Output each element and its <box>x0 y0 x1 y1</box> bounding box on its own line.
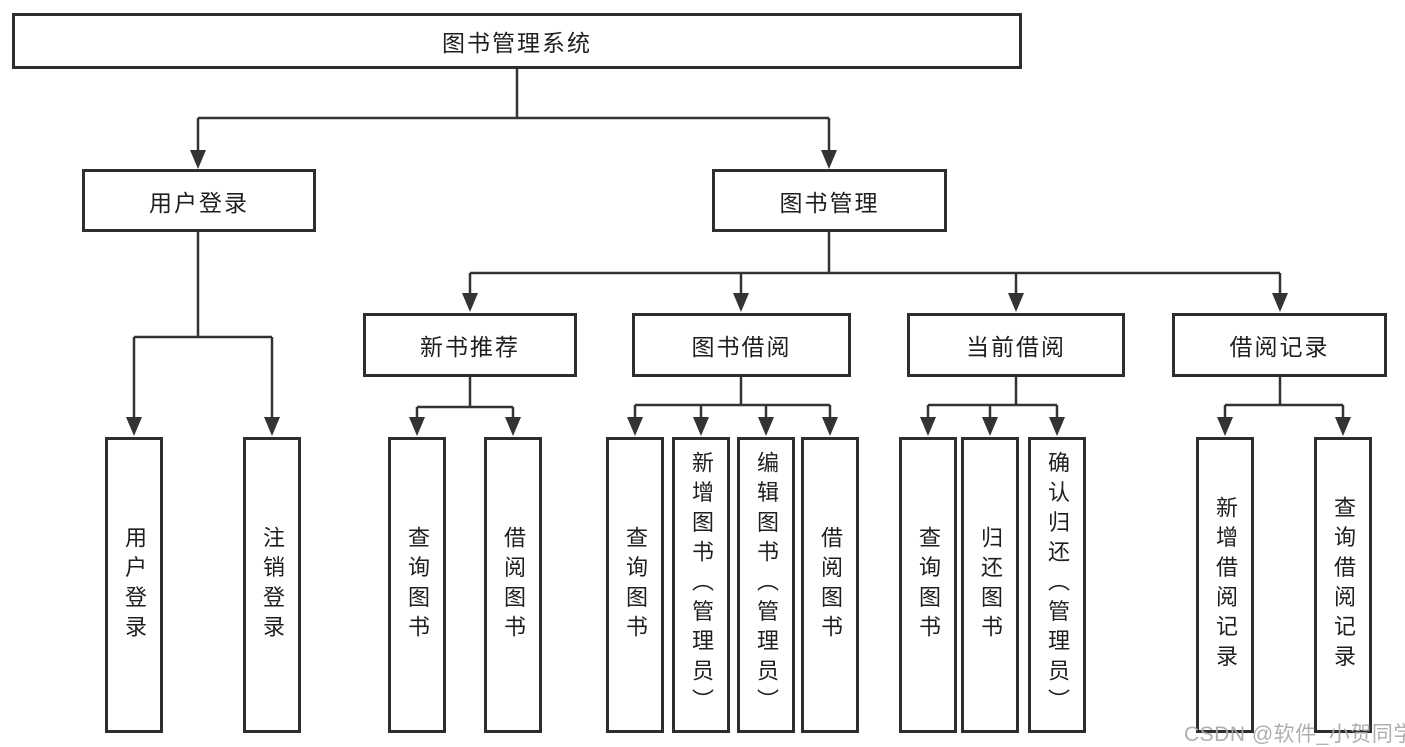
node-current-borrowing: 当前借阅 <box>907 313 1125 377</box>
node-root-label: 图书管理系统 <box>442 30 592 56</box>
leaf-borrowing-borrow-books: 借阅图书 <box>801 437 859 733</box>
leaf-newbook-borrow-books-label: 借阅图书 <box>501 525 526 645</box>
node-current-borrowing-label: 当前借阅 <box>966 334 1066 360</box>
leaf-user-login-label: 用户登录 <box>122 525 147 645</box>
leaf-current-query-books: 查询图书 <box>899 437 957 733</box>
leaf-borrowing-add-books-admin: 新增图书（管理员） <box>672 437 730 733</box>
connector-newbook-to-leaves <box>415 377 515 420</box>
leaf-records-query-record: 查询借阅记录 <box>1314 437 1372 733</box>
connector-root-to-level2 <box>196 69 831 151</box>
node-book-borrowing-label: 图书借阅 <box>691 334 792 360</box>
node-user-login-label: 用户登录 <box>149 189 249 216</box>
leaf-current-confirm-return-admin-label: 确认归还（管理员） <box>1045 451 1070 719</box>
leaf-current-return-books: 归还图书 <box>961 437 1019 733</box>
leaf-current-return-books-label: 归还图书 <box>978 525 1003 645</box>
node-book-management-label: 图书管理 <box>779 189 880 216</box>
leaf-user-login: 用户登录 <box>105 437 163 733</box>
arrowheads <box>126 150 1351 436</box>
leaf-borrowing-edit-books-admin-label: 编辑图书（管理员） <box>754 451 779 719</box>
connector-mgmt-to-level3 <box>468 232 1282 296</box>
leaf-records-add-record-label: 新增借阅记录 <box>1213 495 1238 675</box>
node-borrowing-records-label: 借阅记录 <box>1229 334 1330 360</box>
leaf-borrowing-query-books-label: 查询图书 <box>623 525 648 645</box>
leaf-current-query-books-label: 查询图书 <box>916 525 941 645</box>
leaf-logout-label: 注销登录 <box>260 525 285 645</box>
leaf-borrowing-edit-books-admin: 编辑图书（管理员） <box>737 437 795 733</box>
leaf-borrowing-add-books-admin-label: 新增图书（管理员） <box>689 451 714 719</box>
leaf-current-confirm-return-admin: 确认归还（管理员） <box>1028 437 1086 733</box>
leaf-borrowing-borrow-books-label: 借阅图书 <box>818 525 843 645</box>
node-user-login: 用户登录 <box>82 169 316 232</box>
leaf-logout: 注销登录 <box>243 437 301 733</box>
node-root: 图书管理系统 <box>12 13 1022 69</box>
node-book-borrowing: 图书借阅 <box>632 313 851 377</box>
leaf-newbook-query-books: 查询图书 <box>388 437 446 733</box>
leaf-newbook-borrow-books: 借阅图书 <box>484 437 542 733</box>
leaf-newbook-query-books-label: 查询图书 <box>405 525 430 645</box>
connector-current-to-leaves <box>926 377 1059 420</box>
connector-borrow-to-leaves <box>633 377 832 420</box>
csdn-watermark: CSDN @软件_小贺同学 <box>1184 723 1405 746</box>
leaf-records-query-record-label: 查询借阅记录 <box>1331 495 1356 675</box>
node-book-management: 图书管理 <box>712 169 947 232</box>
node-new-book-recommend-label: 新书推荐 <box>420 334 520 360</box>
connector-records-to-leaves <box>1223 377 1345 420</box>
leaf-records-add-record: 新增借阅记录 <box>1196 437 1254 733</box>
node-new-book-recommend: 新书推荐 <box>363 313 577 377</box>
leaf-borrowing-query-books: 查询图书 <box>606 437 664 733</box>
node-borrowing-records: 借阅记录 <box>1172 313 1387 377</box>
connector-login-to-leaves <box>132 232 274 420</box>
